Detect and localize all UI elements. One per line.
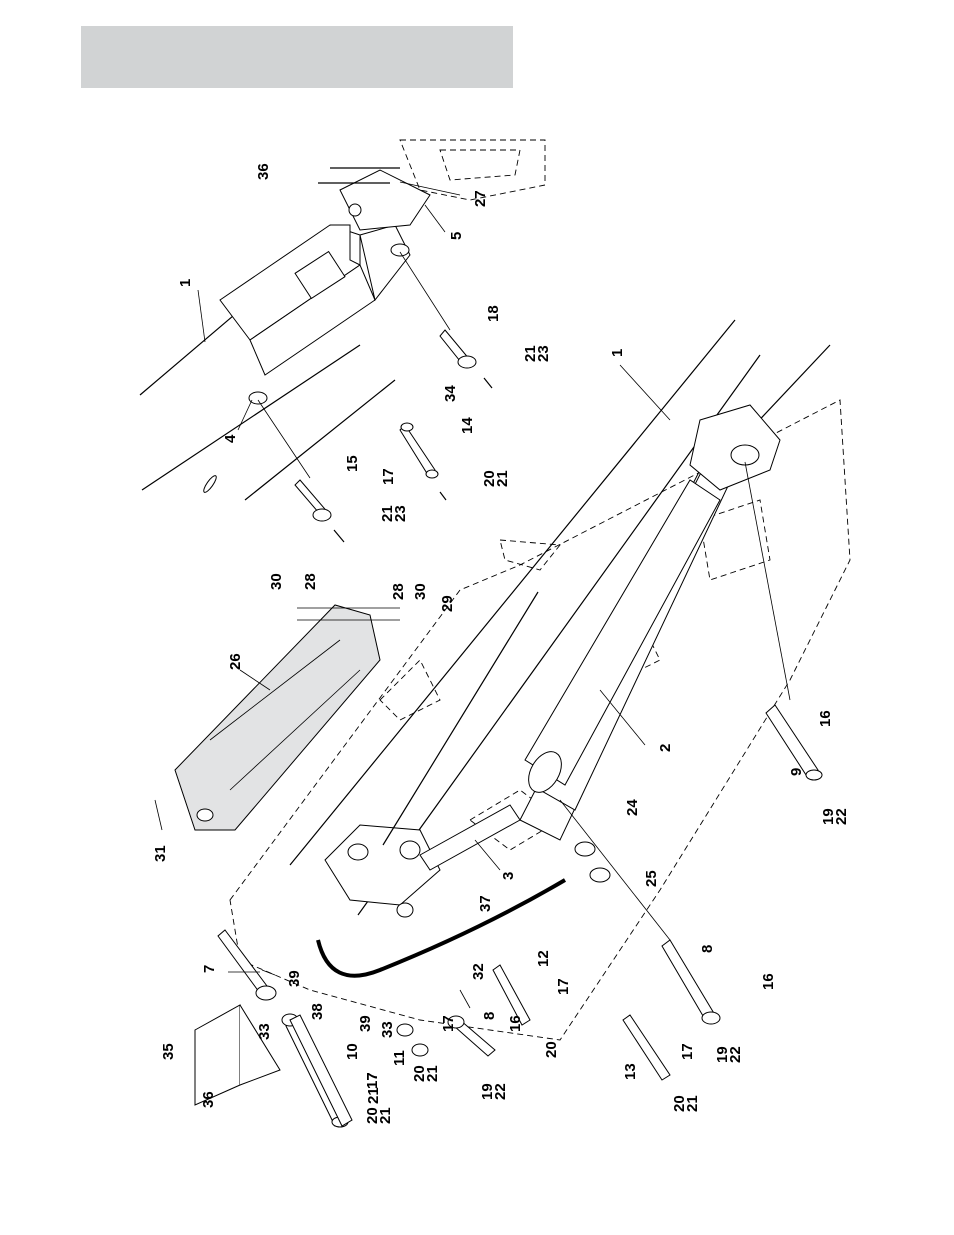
callout-28: 28 bbox=[390, 583, 407, 600]
callout-10: 10 bbox=[344, 1043, 361, 1060]
callout-31: 31 bbox=[152, 845, 169, 862]
callout-18: 18 bbox=[485, 305, 502, 322]
callout-35: 35 bbox=[160, 1043, 177, 1060]
callout-20: 20 bbox=[543, 1041, 560, 1058]
callout-2: 2 bbox=[657, 744, 674, 752]
callout-21: 21 bbox=[365, 1087, 382, 1104]
callout-22: 22 bbox=[492, 1083, 509, 1100]
callout-36: 36 bbox=[255, 163, 272, 180]
callout-27: 27 bbox=[472, 190, 489, 207]
callout-21: 21 bbox=[424, 1065, 441, 1082]
callout-23: 23 bbox=[392, 505, 409, 522]
callout-21: 21 bbox=[684, 1095, 701, 1112]
callout-33: 33 bbox=[256, 1023, 273, 1040]
callout-24: 24 bbox=[624, 799, 641, 816]
cover-26 bbox=[175, 605, 400, 830]
callout-36: 36 bbox=[200, 1091, 217, 1108]
callout-16: 16 bbox=[760, 973, 777, 990]
callout-17: 17 bbox=[440, 1015, 457, 1032]
callout-21: 21 bbox=[377, 1107, 394, 1124]
callout-33: 33 bbox=[379, 1021, 396, 1038]
callout-16: 16 bbox=[507, 1015, 524, 1032]
callout-14: 14 bbox=[459, 417, 476, 434]
callout-17: 17 bbox=[380, 468, 397, 485]
callout-5: 5 bbox=[448, 232, 465, 240]
callout-17: 17 bbox=[555, 978, 572, 995]
callout-22: 22 bbox=[727, 1046, 744, 1063]
callout-28: 28 bbox=[302, 573, 319, 590]
callout-16: 16 bbox=[817, 710, 834, 727]
callout-26: 26 bbox=[227, 653, 244, 670]
callout-8: 8 bbox=[699, 945, 716, 953]
callout-22: 22 bbox=[833, 808, 850, 825]
callout-23: 23 bbox=[535, 345, 552, 362]
callout-32: 32 bbox=[470, 963, 487, 980]
callout-21: 21 bbox=[494, 470, 511, 487]
callout-25: 25 bbox=[643, 870, 660, 887]
callout-13: 13 bbox=[622, 1063, 639, 1080]
callout-17: 17 bbox=[679, 1043, 696, 1060]
callout-11: 11 bbox=[391, 1050, 408, 1066]
callout-39: 39 bbox=[357, 1015, 374, 1032]
callout-12: 12 bbox=[535, 950, 552, 967]
callout-34: 34 bbox=[442, 385, 459, 402]
callout-1: 1 bbox=[177, 279, 194, 287]
callout-9: 9 bbox=[788, 768, 805, 776]
callout-8: 8 bbox=[481, 1012, 498, 1020]
callout-3: 3 bbox=[500, 872, 517, 880]
callout-29: 29 bbox=[439, 595, 456, 612]
callout-37: 37 bbox=[477, 895, 494, 912]
callout-39: 39 bbox=[286, 970, 303, 987]
callout-4: 4 bbox=[222, 434, 239, 443]
callout-17: 17 bbox=[364, 1072, 381, 1089]
callout-30: 30 bbox=[412, 583, 429, 600]
callout-1: 1 bbox=[609, 349, 626, 357]
callout-15: 15 bbox=[344, 455, 361, 472]
callout-30: 30 bbox=[268, 573, 285, 590]
callout-7: 7 bbox=[201, 965, 218, 973]
callout-38: 38 bbox=[309, 1003, 326, 1020]
